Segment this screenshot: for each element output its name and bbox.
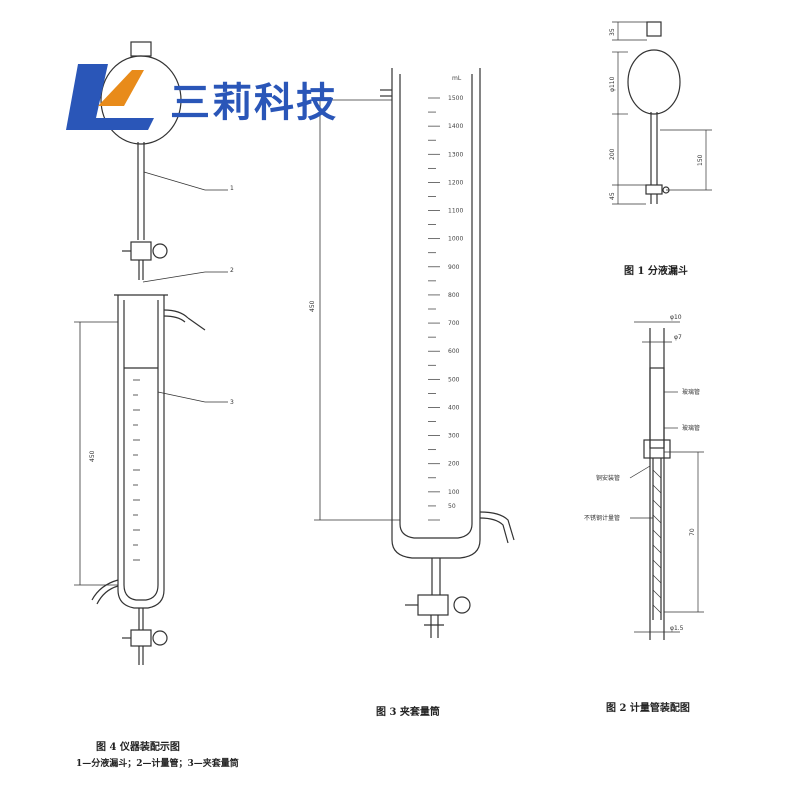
fig3-scale-label: 1100	[448, 208, 463, 215]
fig3-dim-height: 450	[309, 300, 316, 312]
fig2-dim-inner: φ7	[674, 334, 682, 341]
fig4-callout-leaders	[142, 171, 228, 403]
fig3-scale-label: 50	[448, 503, 456, 510]
fig4-dim-height: 450	[89, 450, 96, 462]
fig3-caption: 图 3 夹套量筒	[376, 707, 440, 718]
fig2-part-glass-1: 玻璃管	[682, 388, 700, 396]
fig3-scale-label: 100	[448, 489, 460, 496]
fig2-dim-needle: φ1.5	[670, 625, 684, 632]
fig3-scale-label: 500	[448, 376, 460, 383]
fig2-caption: 图 2 计量管装配图	[606, 703, 690, 714]
fig2-dim-length: 70	[689, 528, 696, 536]
brand-logo	[62, 62, 162, 132]
fig1-dim-bottom: 45	[609, 192, 616, 200]
fig4-callout-1: 1	[230, 185, 234, 192]
logo-mark-icon	[66, 64, 154, 130]
fig1-dim-diameter: φ110	[609, 76, 616, 92]
fig3-scale-label: 900	[448, 264, 460, 271]
fig2-part-copper: 铜安装管	[596, 474, 620, 482]
fig1-caption: 图 1 分液漏斗	[624, 266, 688, 277]
fig3-scale-label: 600	[448, 348, 460, 355]
fig3-scale-label: 1400	[448, 123, 463, 130]
fig3-scale-label: 400	[448, 404, 460, 411]
fig4-callout-2: 2	[230, 267, 234, 274]
fig2-dim-outer: φ10	[670, 314, 682, 321]
fig3-scale-label: 1200	[448, 179, 463, 186]
fig3-scale-label: 200	[448, 461, 460, 468]
fig4-labels: 1 2 3 450	[89, 185, 234, 462]
fig4-dimension	[74, 321, 118, 586]
fig3-scale-label: 1300	[448, 151, 463, 158]
fig4-callout-3: 3	[230, 399, 234, 406]
fig4-legend: 1—分液漏斗；2—计量管；3—夹套量筒	[76, 759, 239, 769]
fig3-dimension	[314, 99, 400, 521]
fig3-labels: mL 450 1500 1400 1300 1200 1100 1000 900 800 700…	[309, 75, 463, 510]
fig3-scale-label: 1000	[448, 236, 463, 243]
fig4-caption: 图 4 仪器装配示图	[96, 742, 180, 753]
fig2-labels: φ10 φ7 70 φ1.5 玻璃管 玻璃管 铜安装管 不锈钢计量管	[584, 314, 700, 632]
fig4-separatory-funnel	[100, 41, 182, 280]
fig1-separatory-funnel	[627, 21, 681, 204]
fig3-scale-label: 700	[448, 320, 460, 327]
fig3-scale-label: 1500	[448, 95, 463, 102]
fig2-dimensions	[629, 321, 704, 633]
fig1-dim-outlet: 150	[697, 154, 704, 166]
fig3-scale-ticks	[428, 97, 440, 521]
fig2-metering-tube	[643, 328, 671, 640]
brand-name: 三莉科技	[170, 80, 338, 126]
fig3-jacketed-cylinder	[380, 68, 515, 638]
fig1-labels: 35 φ110 200 150 45	[609, 28, 704, 200]
fig2-part-glass-2: 玻璃管	[682, 424, 700, 432]
fig3-scale-label: 800	[448, 292, 460, 299]
fig4-jacketed-cylinder	[91, 294, 206, 665]
fig3-unit: mL	[452, 75, 462, 82]
fig1-dim-stem: 200	[609, 148, 616, 160]
fig3-scale-label: 300	[448, 433, 460, 440]
fig2-part-steel: 不锈钢计量管	[584, 514, 620, 522]
fig1-dim-top: 35	[609, 28, 616, 36]
fig1-dimensions	[612, 21, 712, 205]
